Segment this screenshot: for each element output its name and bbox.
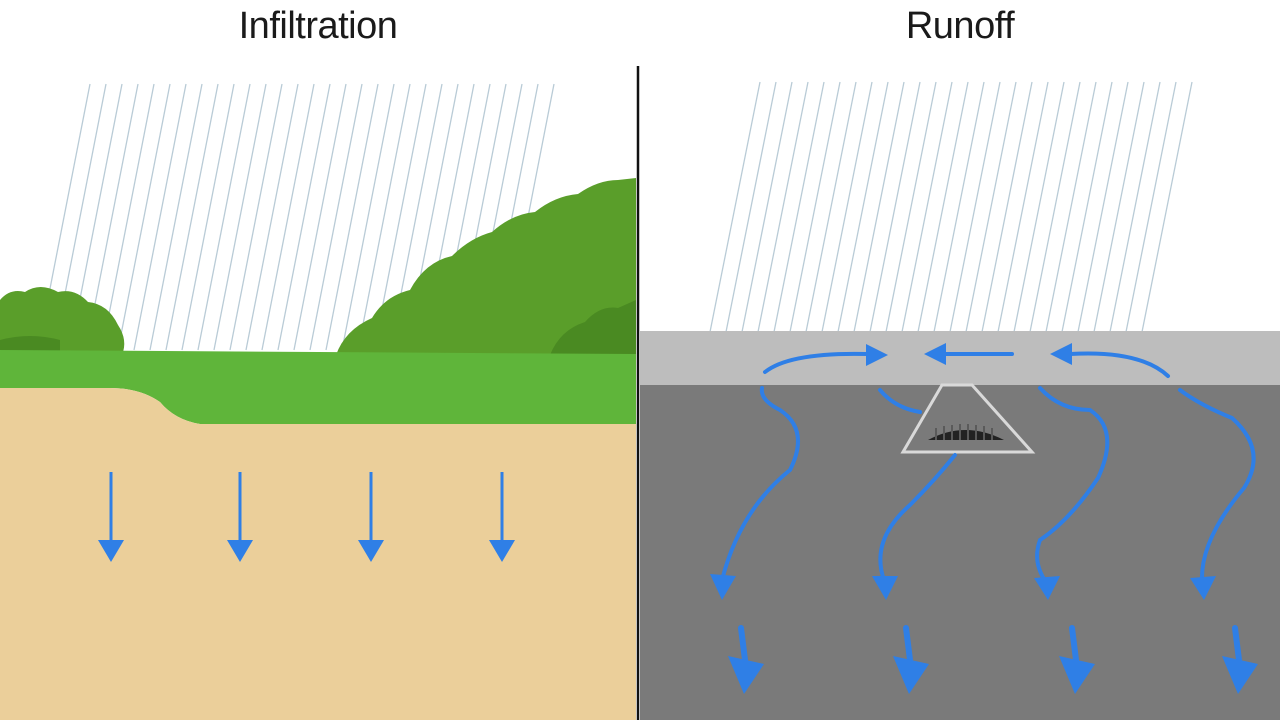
rain-streak	[965, 81, 1017, 333]
curved-arrow-icon	[710, 386, 800, 600]
rain-streak	[165, 83, 219, 351]
grass-layer	[0, 350, 636, 424]
rain-streak	[133, 83, 187, 351]
surface-flow-arrows	[763, 343, 1170, 378]
rain-streak	[213, 83, 267, 351]
rain-streak	[789, 81, 841, 333]
rain-streak	[933, 81, 985, 333]
rain-streak	[709, 81, 761, 333]
rain-streak	[1141, 81, 1193, 333]
rain-streak	[261, 83, 315, 351]
rain-streak	[1093, 81, 1145, 333]
rain-streak	[773, 81, 825, 333]
curved-arrow-icon	[1034, 386, 1110, 600]
storm-drain-icon	[900, 383, 1036, 454]
rain-streak	[197, 83, 251, 351]
down-arrow-icon	[1222, 625, 1258, 694]
down-arrow-icon	[728, 625, 764, 694]
runoff-title: Runoff	[905, 5, 1015, 47]
runoff-panel	[640, 81, 1280, 720]
rain-streak	[341, 83, 395, 351]
rain-streak	[1061, 81, 1113, 333]
curved-arrow-icon	[872, 388, 957, 600]
rain-streak	[1029, 81, 1081, 333]
rain-streak	[117, 83, 171, 351]
curved-arrow-icon	[1050, 343, 1170, 378]
rain-streak	[981, 81, 1033, 333]
rain-streak	[1077, 81, 1129, 333]
rain-streak	[1013, 81, 1065, 333]
rain-streak	[101, 83, 155, 351]
rain-streak	[741, 81, 793, 333]
rain-streak	[229, 83, 283, 351]
rain-streak	[853, 81, 905, 333]
infiltration-arrows	[98, 472, 515, 562]
rain-streaks-right	[709, 81, 1193, 333]
rain-streak	[805, 81, 857, 333]
rain-streak	[357, 83, 411, 351]
down-arrow-icon	[98, 472, 124, 562]
rain-streak	[821, 81, 873, 333]
curved-arrow-icon	[1178, 388, 1256, 600]
bottom-flow-arrows	[728, 625, 1258, 694]
rain-streak	[325, 83, 379, 351]
infiltration-title: Infiltration	[238, 5, 398, 47]
rain-streak	[757, 81, 809, 333]
down-arrow-icon	[893, 625, 929, 694]
rain-streak	[869, 81, 921, 333]
down-arrow-icon	[489, 472, 515, 562]
down-arrow-icon	[358, 472, 384, 562]
left-arrow-icon	[924, 343, 1014, 365]
infiltration-panel	[0, 83, 636, 720]
rain-streak	[309, 83, 363, 351]
rain-streak	[917, 81, 969, 333]
curved-arrow-icon	[763, 344, 888, 374]
soil-layer	[0, 388, 636, 720]
down-arrow-icon	[1059, 625, 1095, 694]
hillside-bush-icon	[336, 178, 636, 355]
rain-streak	[245, 83, 299, 351]
rain-streak	[277, 83, 331, 351]
runoff-flow-arrows	[710, 386, 1256, 600]
rain-streak	[837, 81, 889, 333]
rain-streak	[885, 81, 937, 333]
rain-streak	[725, 81, 777, 333]
rain-streak	[997, 81, 1049, 333]
rain-streak	[1125, 81, 1177, 333]
rain-streak	[949, 81, 1001, 333]
rain-streak	[1109, 81, 1161, 333]
rain-streak	[293, 83, 347, 351]
rain-streak	[149, 83, 203, 351]
rain-streak	[181, 83, 235, 351]
rain-streak	[1045, 81, 1097, 333]
rain-streak	[901, 81, 953, 333]
hillside-bush-shadow	[550, 300, 636, 355]
down-arrow-icon	[227, 472, 253, 562]
curb-strip	[640, 331, 1280, 385]
